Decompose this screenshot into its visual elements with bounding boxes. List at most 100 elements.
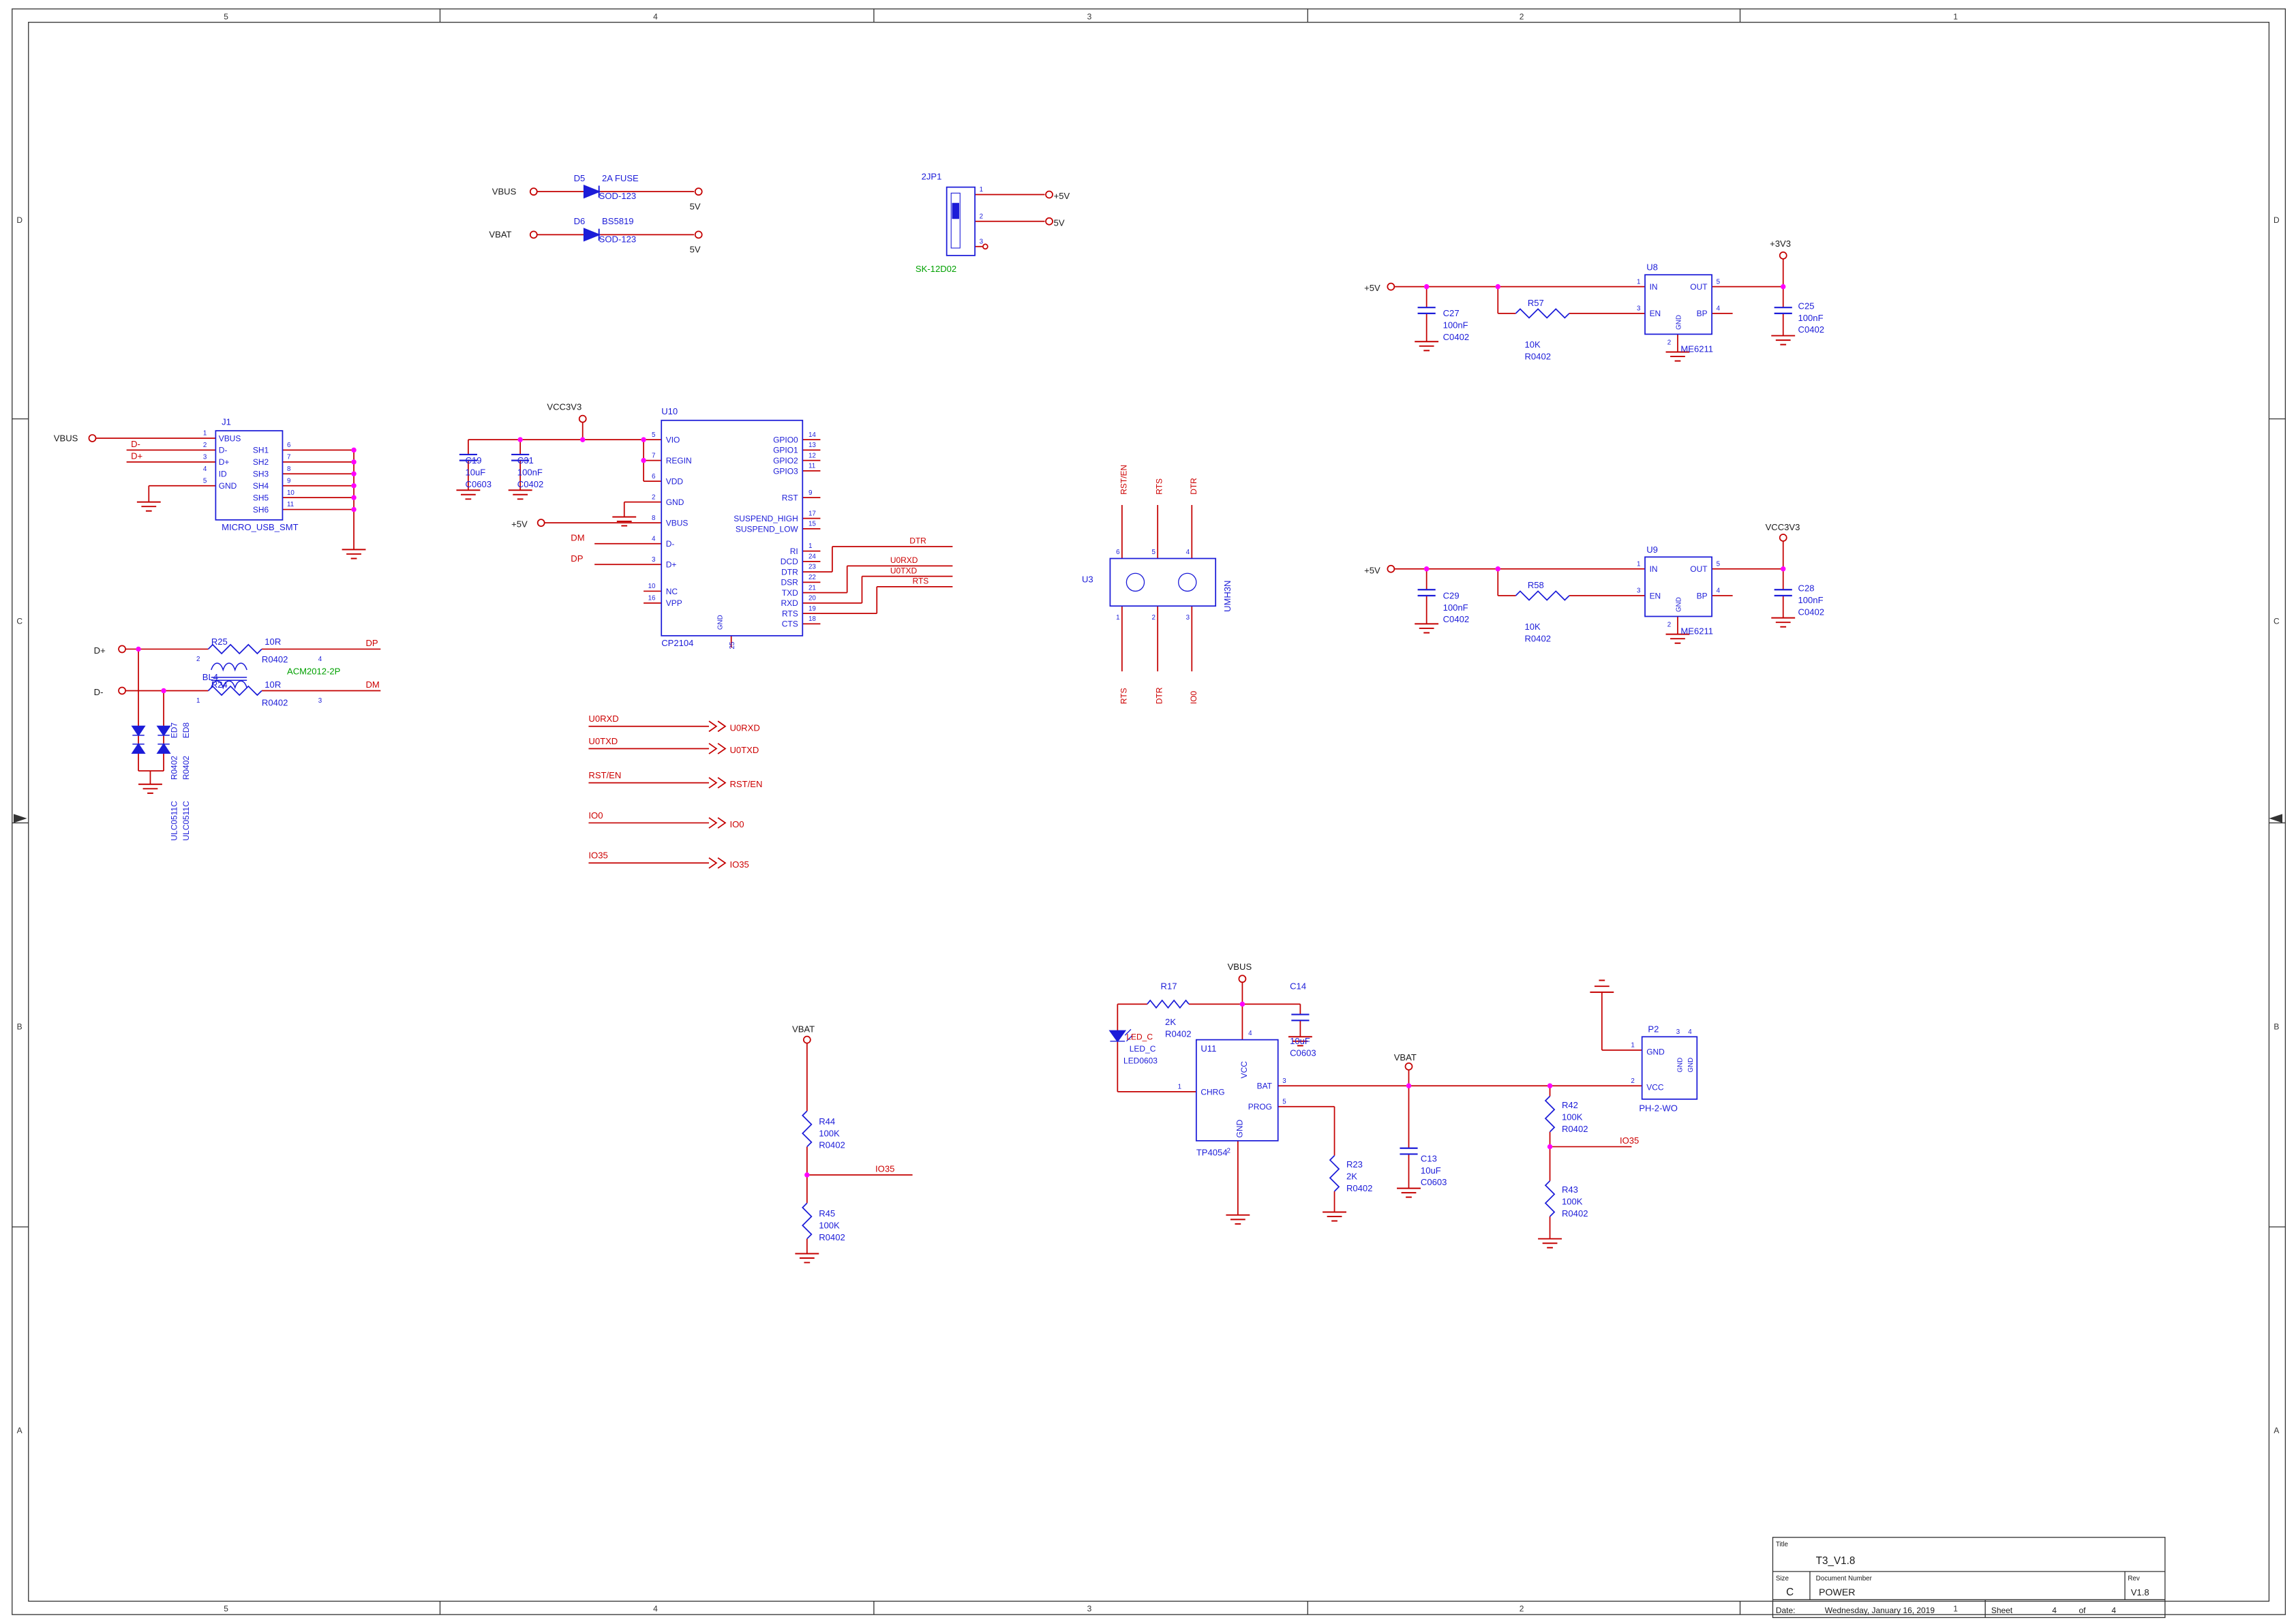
- port-u0rxd: U0RXD: [729, 722, 759, 733]
- pin-j1-vbus: VBUS: [219, 433, 241, 443]
- ref-r25: R25: [211, 637, 228, 647]
- junction: [641, 457, 646, 463]
- pin-j1-sh5: SH5: [253, 493, 269, 502]
- val-p2: PH-2-WO: [1639, 1103, 1678, 1113]
- power-pin-plus5v-u10: [537, 519, 545, 527]
- pkg-r42: R0402: [1562, 1124, 1588, 1134]
- pkg-c29: C0402: [1443, 614, 1470, 624]
- pin-u10-txd: TXD: [782, 588, 798, 598]
- wires-ldo-u9: [1393, 540, 1784, 634]
- pinnum-u10-4: 4: [652, 535, 656, 542]
- power-pin-plus5v-2jp1: [1045, 190, 1053, 199]
- pin-u10-rst: RST: [782, 493, 799, 502]
- pin-p2-gnd: GND: [1646, 1047, 1665, 1056]
- ground-symbols: [136, 335, 1796, 1264]
- junction: [804, 1172, 810, 1178]
- pin-u8-in: IN: [1650, 282, 1658, 292]
- center-arrow-left-icon: [13, 814, 27, 823]
- pinnum-p2-3: 3: [1676, 1028, 1680, 1036]
- power-pin-plus5v-u8: [1387, 282, 1395, 291]
- pinnum-u10-20: 20: [809, 595, 816, 602]
- pkg-r25: R0402: [262, 654, 288, 664]
- pin-u11-chrg: CHRG: [1200, 1087, 1224, 1097]
- pin-j1-dplus: D+: [219, 457, 230, 467]
- pin-u8-out: OUT: [1690, 282, 1708, 292]
- pinnum-u9-2: 2: [1667, 622, 1671, 629]
- wires-ldo-u8: [1393, 258, 1784, 352]
- port-io0: IO0: [729, 819, 744, 829]
- ref-c29: C29: [1443, 590, 1460, 600]
- junction: [351, 483, 357, 489]
- net-label-vbus-j1: VBUS: [54, 433, 78, 443]
- pin-j1-dminus: D-: [219, 446, 228, 455]
- junction: [1495, 566, 1500, 572]
- pin-u10-dsr: DSR: [781, 578, 798, 587]
- wires-2jp1: [975, 194, 1045, 247]
- pinnum-bl4-4: 4: [318, 656, 322, 663]
- junction: [351, 506, 357, 512]
- pinnum-p2-2: 2: [1631, 1077, 1634, 1085]
- junction: [1547, 1083, 1553, 1088]
- junction-dots: [136, 284, 1786, 1178]
- pinnum-j1-6: 6: [287, 442, 291, 449]
- pinnum-u3-3: 3: [1186, 614, 1190, 622]
- pin-u9-in: IN: [1650, 564, 1658, 574]
- net-label-rts-u3-top: RTS: [1155, 478, 1164, 495]
- pinnum-j1-10: 10: [287, 489, 294, 497]
- sheet-title: T3_V1.8: [1816, 1555, 1856, 1567]
- power-pin-5v-d5: [694, 187, 703, 196]
- sheet-of-label: of: [2079, 1606, 2086, 1615]
- junction: [1781, 566, 1786, 572]
- title-label: Title: [1776, 1541, 1789, 1548]
- power-pin-dplus: [118, 645, 126, 654]
- pin-u10-gpio1: GPIO1: [773, 446, 798, 455]
- resistor-r58: [1515, 590, 1570, 601]
- port-chevrons-icon: [708, 720, 727, 869]
- ref-led: LED_C: [1130, 1044, 1156, 1054]
- pin-u10-rxd: RXD: [781, 598, 798, 608]
- power-pin-vbat-div: [802, 1035, 811, 1044]
- val-c13: 10uF: [1421, 1165, 1441, 1176]
- pinnum-j1-7: 7: [287, 453, 290, 461]
- ref-r44: R44: [819, 1116, 835, 1127]
- ref-r58: R58: [1528, 580, 1544, 590]
- pinnum-u9-5: 5: [1717, 560, 1721, 568]
- val-r25: 10R: [265, 637, 281, 647]
- pinnum-u11-3: 3: [1282, 1077, 1286, 1085]
- pinnum-u3-5: 5: [1151, 549, 1155, 556]
- pinnum-2jp1-1: 1: [980, 186, 983, 194]
- junction: [351, 471, 357, 476]
- junction: [351, 459, 357, 465]
- sheet-frame: [12, 8, 2286, 1615]
- wires-cp2104: [468, 421, 953, 648]
- net-label-dm-u10: DM: [571, 532, 584, 542]
- pkg-ed8: R0402: [181, 756, 191, 780]
- frame-center-arrows: [13, 814, 2283, 823]
- pkg-led: LED0603: [1123, 1056, 1158, 1066]
- net-label-plus5v-u9: +5V: [1364, 565, 1380, 575]
- pkg-r17: R0402: [1165, 1028, 1192, 1039]
- pkg-r23: R0402: [1346, 1183, 1373, 1193]
- power-pin-5v-d6: [694, 230, 703, 239]
- pinnum-u3-1: 1: [1116, 614, 1119, 622]
- net-label-5v-d6: 5V: [690, 245, 701, 255]
- val-ed7: ULC0511C: [170, 801, 179, 841]
- pin-j1-gnd: GND: [219, 481, 237, 491]
- ic-u8-body: [1644, 274, 1712, 335]
- wires-usb-j1: [95, 438, 354, 550]
- junction: [136, 646, 141, 652]
- pin-u10-gpio3: GPIO3: [773, 466, 798, 476]
- ic-u11-body: [1195, 1039, 1279, 1142]
- pkg-d6: SOD-123: [599, 234, 636, 244]
- ref-p2: P2: [1648, 1024, 1659, 1035]
- tvs-ed7-top-icon: [131, 725, 146, 737]
- pinnum-u9-3: 3: [1637, 587, 1641, 595]
- pinnum-j1-4: 4: [203, 465, 207, 473]
- net-label-3v3: +3V3: [1770, 239, 1791, 249]
- resistor-r42: [1544, 1095, 1556, 1133]
- u3-transistor-icon: [1178, 572, 1197, 592]
- pinnum-u9-1: 1: [1637, 560, 1640, 568]
